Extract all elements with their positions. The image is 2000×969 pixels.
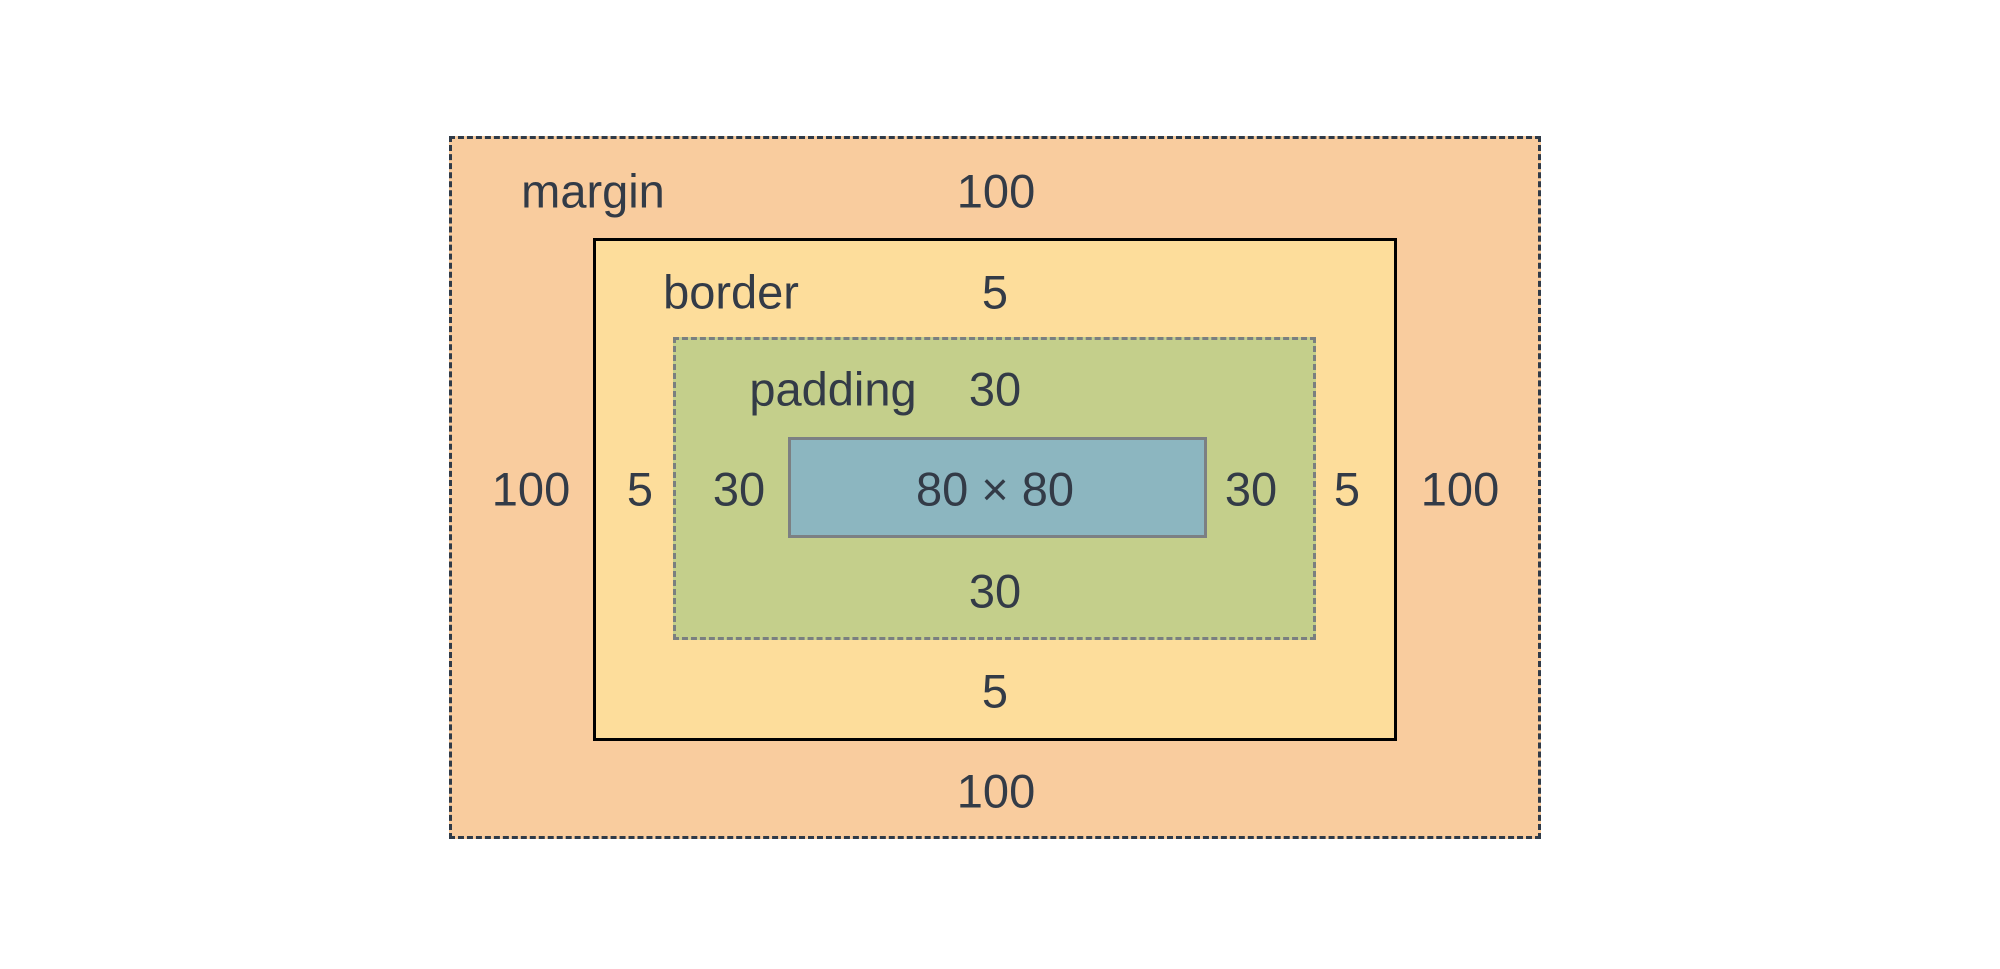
margin-left-value: 100 — [491, 462, 571, 516]
margin-label: margin — [521, 164, 665, 218]
padding-bottom-value: 30 — [968, 564, 1022, 618]
border-bottom-value: 5 — [981, 664, 1009, 718]
border-top-value: 5 — [981, 265, 1009, 319]
padding-left-value: 30 — [712, 462, 766, 516]
margin-top-value: 100 — [956, 164, 1036, 218]
content-box — [788, 437, 1207, 538]
padding-label: padding — [749, 362, 917, 416]
padding-top-value: 30 — [968, 362, 1022, 416]
padding-right-value: 30 — [1224, 462, 1278, 516]
content-size: 80 × 80 — [915, 462, 1075, 516]
margin-right-value: 100 — [1420, 462, 1500, 516]
border-left-value: 5 — [626, 462, 654, 516]
border-label: border — [663, 265, 799, 319]
margin-bottom-value: 100 — [956, 764, 1036, 818]
border-right-value: 5 — [1333, 462, 1361, 516]
